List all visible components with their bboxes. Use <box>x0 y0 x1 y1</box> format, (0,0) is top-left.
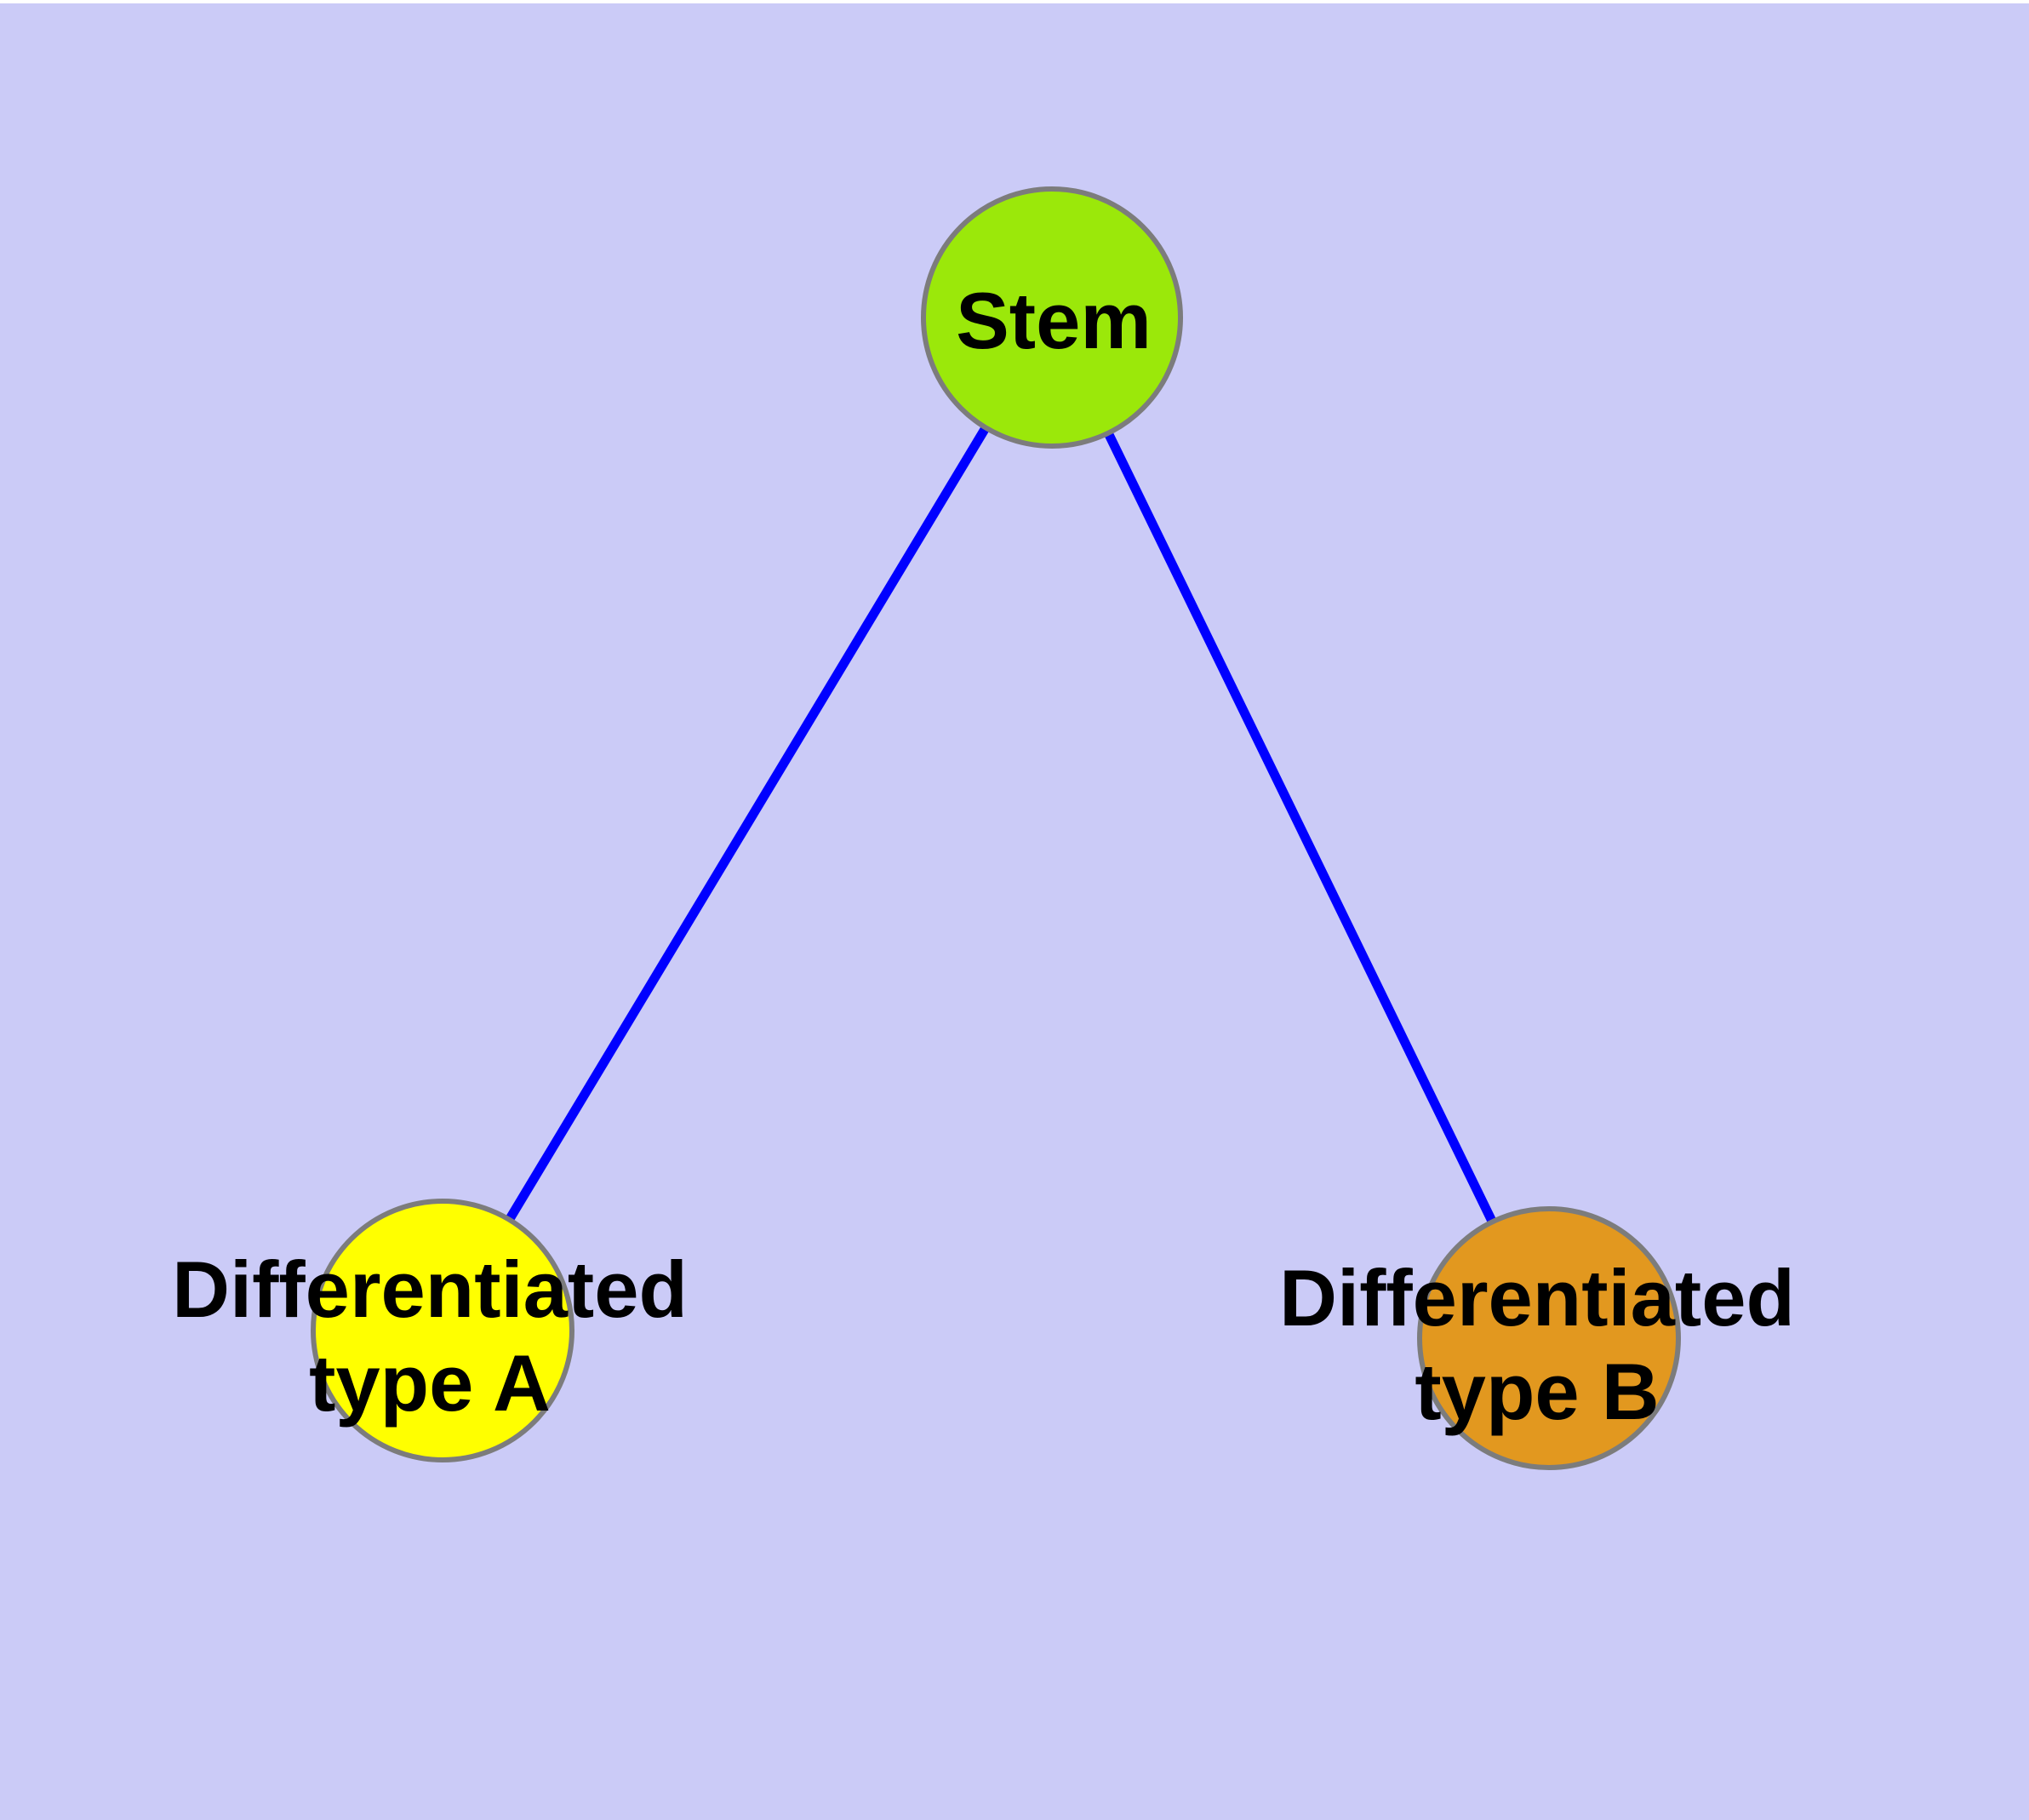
edge-stem-to-type-a <box>438 315 1056 1333</box>
node-differentiated-type-a: Differentiated type A <box>172 1199 688 1462</box>
node-stem: Stem <box>921 186 1183 449</box>
type-a-node-label-line2: type A <box>309 1338 551 1428</box>
type-b-node-circle <box>1417 1206 1681 1470</box>
stem-node-circle <box>921 186 1183 449</box>
stem-node-label: Stem <box>956 276 1152 365</box>
type-b-node-label-line1: Differentiated <box>1279 1253 1795 1342</box>
type-a-node-circle <box>311 1199 574 1462</box>
type-b-node-label-line2: type B <box>1415 1347 1659 1436</box>
node-differentiated-type-b: Differentiated type B <box>1279 1206 1795 1470</box>
type-a-node-label-line1: Differentiated <box>172 1245 688 1334</box>
edge-stem-to-type-b <box>1048 315 1553 1341</box>
edge-group <box>438 315 1553 1341</box>
